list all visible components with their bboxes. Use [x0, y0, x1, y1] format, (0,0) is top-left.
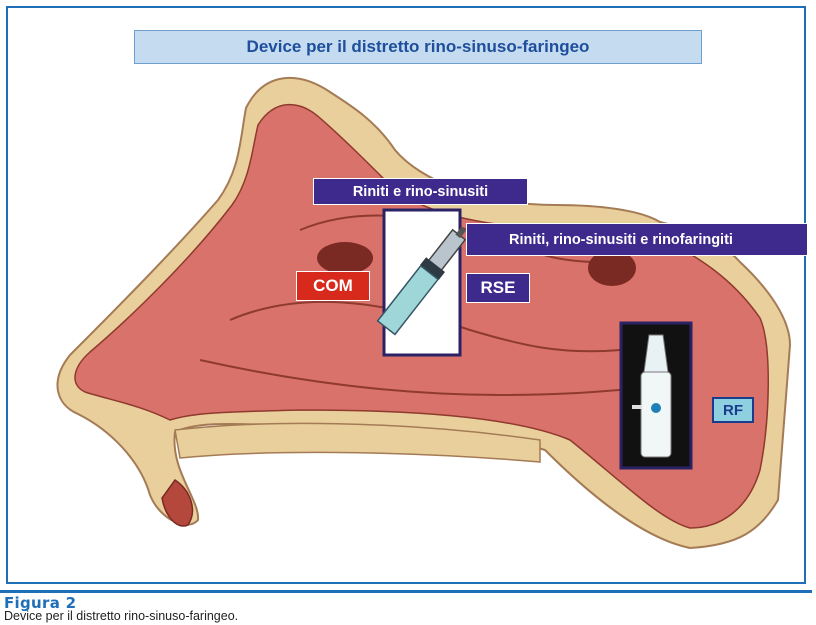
figure-title-box: Device per il distretto rino-sinuso-fari…	[134, 30, 702, 64]
sinus-opening-front	[317, 242, 373, 274]
figure-title: Device per il distretto rino-sinuso-fari…	[247, 37, 590, 57]
caption-divider	[0, 590, 812, 593]
label-riniti-rinofaringiti: Riniti, rino-sinusiti e rinofaringiti	[466, 223, 808, 256]
caption-text: Device per il distretto rino-sinuso-fari…	[4, 609, 238, 623]
label-rse: RSE	[466, 273, 530, 303]
label-com: COM	[296, 271, 370, 301]
nasal-cavity-illustration	[0, 0, 816, 600]
label-riniti-rino-sinusiti: Riniti e rino-sinusiti	[313, 178, 528, 205]
label-rf: RF	[712, 397, 754, 423]
